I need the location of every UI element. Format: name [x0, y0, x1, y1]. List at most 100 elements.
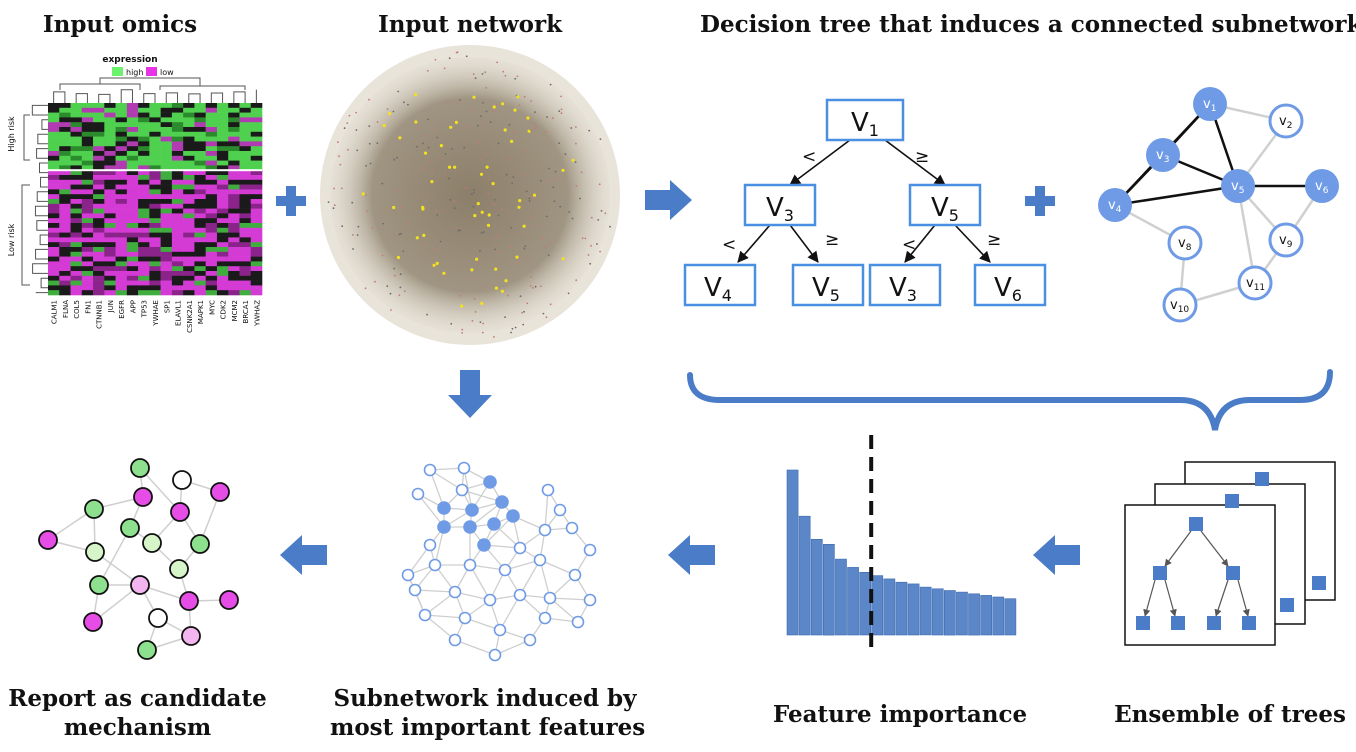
heatmap-cell: [48, 218, 60, 224]
heatmap-cells: [48, 103, 263, 296]
heatmap-cell: [160, 237, 173, 243]
heatmap-cell: [228, 189, 240, 195]
heatmap-cell: [104, 275, 116, 281]
heatmap-cell: [115, 127, 128, 133]
heatmap-cell: [205, 218, 218, 224]
heatmap-cell: [250, 203, 263, 209]
graph-edge: [414, 589, 456, 593]
heatmap-cell: [126, 290, 139, 296]
heatmap-cell: [126, 242, 139, 248]
split-ge: ≥: [825, 230, 839, 250]
heatmap-cell: [228, 151, 240, 157]
heatmap-cell: [138, 107, 150, 113]
heatmap-cell: [194, 112, 206, 118]
heatmap-cell: [194, 203, 206, 209]
tree-nodes: V1 V3 V5 V4 V5 V3 V6: [683, 98, 1047, 307]
heatmap-cell: [216, 213, 229, 219]
heatmap-cell: [59, 227, 71, 233]
heatmap-cell: [70, 122, 83, 128]
graph-node: [493, 623, 507, 637]
heatmap-cell: [250, 165, 263, 171]
heatmap-cell: [216, 266, 229, 272]
graph-edge: [424, 591, 456, 616]
heatmap-cell: [115, 232, 128, 238]
heatmap-cell: [59, 146, 71, 152]
gene-label: MYC: [208, 300, 216, 315]
heatmap-cell: [138, 189, 150, 195]
heatmap-cell: [59, 175, 71, 181]
heatmap-cell: [149, 232, 161, 238]
heatmap-cell: [216, 218, 229, 224]
heatmap-cell: [81, 247, 94, 253]
heatmap-cell: [183, 175, 195, 181]
heatmap-cell: [70, 107, 83, 113]
heatmap-cell: [171, 194, 184, 200]
heatmap-cell: [149, 251, 161, 257]
heatmap-cell: [205, 179, 218, 185]
split-lt: <: [902, 235, 916, 255]
heatmap-cell: [115, 107, 128, 113]
heatmap-cell: [115, 251, 128, 257]
heatmap-cell: [93, 227, 105, 233]
graph-node: [455, 483, 469, 497]
heatmap-cell: [81, 122, 94, 128]
heatmap-cell: [205, 208, 218, 214]
importance-bar: [895, 581, 908, 636]
graph-edge: [544, 489, 549, 531]
heatmap-cell: [138, 179, 150, 185]
heatmap-cell: [160, 242, 173, 248]
heatmap-cell: [171, 184, 184, 190]
graph-node: [513, 588, 527, 602]
graph-edge: [139, 467, 181, 513]
heatmap-cell: [59, 199, 71, 205]
heatmap-cell: [81, 170, 94, 176]
heatmap-cell: [228, 199, 240, 205]
heatmap-cell: [171, 280, 184, 286]
heatmap-cell: [126, 203, 139, 209]
heatmap-cell: [59, 122, 71, 128]
heatmap-cell: [171, 275, 184, 281]
candidate-mechanism-graph: [38, 458, 239, 660]
heatmap-cell: [239, 266, 252, 272]
heatmap-cell: [205, 261, 218, 267]
graph-node: [181, 626, 201, 646]
heatmap-cell: [194, 155, 206, 161]
heatmap-cell: [59, 290, 71, 296]
heatmap-cell: [115, 131, 128, 137]
heatmap-cell: [228, 232, 240, 238]
heatmap-cell: [239, 127, 252, 133]
tree-leaf: V4: [683, 263, 757, 307]
heatmap-cell: [250, 227, 263, 233]
heatmap-cell: [93, 141, 105, 147]
heatmap-cell: [160, 280, 173, 286]
heatmap-cell: [160, 103, 173, 109]
heatmap-cell: [250, 285, 263, 291]
heatmap-cell: [205, 213, 218, 219]
heatmap-cell: [138, 155, 150, 161]
legend-high-swatch: [112, 67, 123, 76]
heatmap-cell: [93, 175, 105, 181]
heatmap-cell: [183, 136, 195, 142]
heatmap-cell: [194, 122, 206, 128]
feature-importance-chart: [786, 435, 1017, 655]
heatmap-cell: [239, 146, 252, 152]
heatmap-cell: [171, 218, 184, 224]
heatmap-cell: [239, 170, 252, 176]
heatmap-cell: [115, 146, 128, 152]
heatmap-cell: [126, 103, 139, 109]
heatmap-cell: [115, 175, 128, 181]
heatmap-cell: [160, 290, 173, 296]
heatmap-cell: [194, 199, 206, 205]
heatmap-cell: [183, 103, 195, 109]
heatmap-cell: [126, 271, 139, 277]
heatmap-cell: [160, 136, 173, 142]
graph-node: [458, 611, 472, 625]
heatmap-cell: [183, 131, 195, 137]
heatmap-cell: [104, 213, 116, 219]
heatmap-cell: [104, 160, 116, 166]
graph-node: [38, 530, 58, 550]
heatmap-cell: [171, 256, 184, 262]
heatmap-cell: [205, 266, 218, 272]
heatmap-cell: [160, 199, 173, 205]
heatmap-cell: [194, 136, 206, 142]
